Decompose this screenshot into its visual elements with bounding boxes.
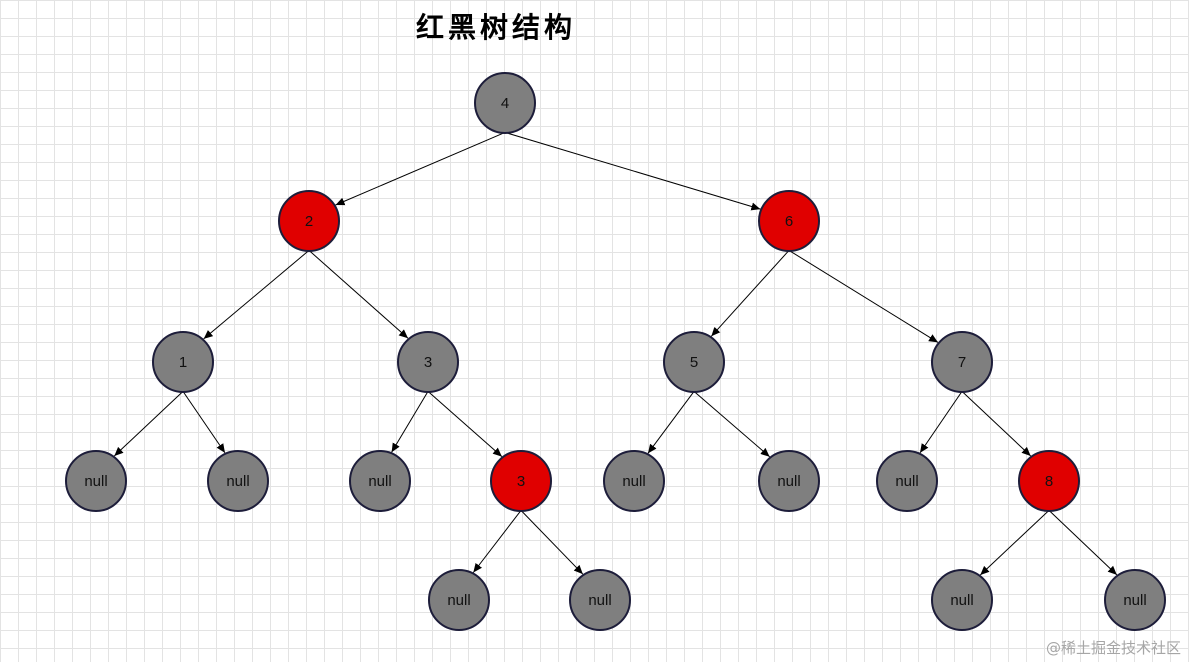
node-label: null	[895, 473, 918, 490]
black-node-circle	[931, 331, 993, 393]
edge-n4-n6	[504, 131, 761, 211]
node-label: 5	[690, 354, 698, 371]
node-label: 7	[958, 354, 966, 371]
black-node-circle	[152, 331, 214, 393]
tree-node-nl3: null	[349, 450, 411, 512]
tree-node-n2: 2	[278, 190, 340, 252]
black-node-circle	[876, 450, 938, 512]
node-label: 1	[179, 354, 187, 371]
tree-node-nl2: null	[207, 450, 269, 512]
edge-n1-nl2	[182, 391, 226, 454]
red-node-circle	[490, 450, 552, 512]
tree-node-n5: 5	[663, 331, 725, 393]
node-label: null	[777, 473, 800, 490]
black-node-circle	[65, 450, 127, 512]
nodes-layer: 4 2 6 1 3 5 7 null null null 3 null null null 8 null nul…	[65, 72, 1166, 631]
edge-n3r-nl8	[520, 510, 584, 575]
edge-n6-n7	[788, 249, 939, 343]
edge-n3-nl3	[391, 391, 429, 453]
black-node-circle	[474, 72, 536, 134]
watermark-text: @稀土掘金技术社区	[1045, 639, 1181, 657]
edge-n1-nl1	[113, 391, 184, 457]
tree-node-nl4: null	[603, 450, 665, 512]
tree-node-nl9: null	[931, 569, 993, 631]
node-label: 3	[517, 473, 525, 490]
red-node-circle	[1018, 450, 1080, 512]
tree-node-n1: 1	[152, 331, 214, 393]
black-node-circle	[758, 450, 820, 512]
edge-n5-nl5	[693, 391, 770, 458]
tree-node-nl8: null	[569, 569, 631, 631]
node-label: null	[950, 592, 973, 609]
tree-node-n4: 4	[474, 72, 536, 134]
edge-n2-n1	[203, 250, 310, 340]
node-label: 2	[305, 213, 313, 230]
node-label: null	[622, 473, 645, 490]
edge-n8-nl9	[979, 510, 1050, 576]
black-node-circle	[1104, 569, 1166, 631]
edge-n3-n3r	[427, 391, 503, 457]
red-node-circle	[758, 190, 820, 252]
tree-node-nl10: null	[1104, 569, 1166, 631]
node-label: null	[588, 592, 611, 609]
node-label: null	[447, 592, 470, 609]
tree-node-n8: 8	[1018, 450, 1080, 512]
black-node-circle	[569, 569, 631, 631]
node-label: null	[84, 473, 107, 490]
node-label: null	[368, 473, 391, 490]
tree-node-n3: 3	[397, 331, 459, 393]
diagram-title: 红黑树结构	[416, 11, 577, 44]
node-label: 8	[1045, 473, 1053, 490]
node-label: null	[1123, 592, 1146, 609]
edge-n2-n3	[308, 250, 409, 339]
black-node-circle	[207, 450, 269, 512]
tree-node-n6: 6	[758, 190, 820, 252]
black-node-circle	[349, 450, 411, 512]
red-node-circle	[278, 190, 340, 252]
node-label: 4	[501, 95, 509, 112]
black-node-circle	[397, 331, 459, 393]
black-node-circle	[428, 569, 490, 631]
tree-node-nl5: null	[758, 450, 820, 512]
edge-n4-n2	[335, 131, 506, 206]
node-label: 3	[424, 354, 432, 371]
tree-node-n3r: 3	[490, 450, 552, 512]
tree-node-n7: 7	[931, 331, 993, 393]
tree-node-nl1: null	[65, 450, 127, 512]
edge-n5-nl4	[647, 391, 695, 454]
edge-n6-n5	[710, 250, 790, 337]
black-node-circle	[603, 450, 665, 512]
node-label: 6	[785, 213, 793, 230]
edges-layer	[113, 131, 1118, 576]
black-node-circle	[663, 331, 725, 393]
edge-n8-nl10	[1048, 510, 1118, 576]
edge-n3r-nl7	[472, 510, 522, 573]
tree-node-nl7: null	[428, 569, 490, 631]
tree-node-nl6: null	[876, 450, 938, 512]
edge-n7-n8	[961, 391, 1032, 457]
node-label: null	[226, 473, 249, 490]
edge-n7-nl6	[919, 391, 963, 454]
black-node-circle	[931, 569, 993, 631]
